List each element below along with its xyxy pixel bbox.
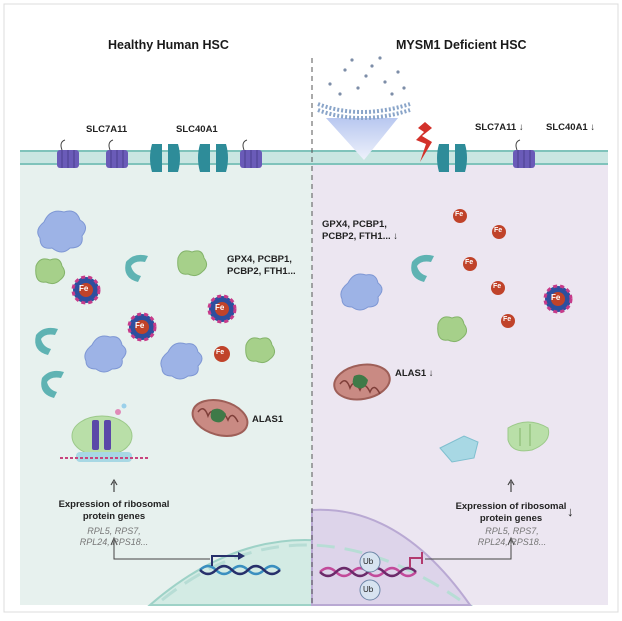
ferritin-iron-icon	[71, 275, 101, 305]
lightning-icon	[416, 122, 432, 162]
fe-label: Fe	[493, 283, 502, 290]
blocked-promoter-icon	[409, 557, 422, 568]
gene-list-right: RPL5, RPS7, RPL24, RPS18...	[477, 526, 547, 547]
right-panel-title: MYSM1 Deficient HSC	[396, 38, 527, 52]
protein-blue-icon	[37, 210, 86, 253]
fe-label: Fe	[79, 284, 89, 293]
gene-list-left: RPL5, RPS7, RPL24, RPS18...	[79, 526, 149, 547]
dna-left-icon	[199, 564, 281, 576]
fe-label: Fe	[455, 211, 464, 218]
proteins-label-right: GPX4, PCBP1, PCBP2, FTH1... ↓	[322, 219, 399, 242]
down-arrow-icon: ↓	[393, 231, 399, 242]
fe-label: Fe	[465, 259, 474, 266]
ferroportin-transporter-left-2	[198, 144, 228, 172]
expression-label-left: Expression of ribosomal protein genes	[58, 499, 170, 522]
ferroportin-transporter-left-1	[150, 144, 180, 172]
protein-green-icon	[437, 316, 468, 343]
slc7a11-transporter-left-1	[57, 139, 79, 168]
protein-green-icon	[35, 258, 66, 285]
promoter-arrow-left	[211, 555, 242, 566]
slc40a1-label-left: SLC40A1	[176, 124, 218, 135]
ferritin-iron-icon	[207, 294, 237, 324]
slc7a11-label-right: SLC7A11 ↓	[475, 122, 524, 133]
protein-teal-icon	[35, 327, 58, 355]
slc7a11-transporter-right	[513, 139, 535, 168]
protein-teal-icon	[125, 254, 148, 282]
fe-label: Fe	[494, 227, 503, 234]
membrane-disruption-cone	[317, 56, 411, 160]
down-arrow-icon: ↓	[590, 122, 596, 133]
alas1-label-left: ALAS1	[252, 414, 284, 425]
ubiquitin-icon	[359, 551, 381, 601]
fe-label: Fe	[503, 316, 512, 323]
protein-green-icon	[177, 250, 208, 277]
slc7a11-label-left: SLC7A11	[86, 124, 128, 135]
protein-blue-icon	[340, 273, 383, 311]
iron-ion-icon	[453, 209, 515, 328]
ferritin-iron-icon	[543, 284, 573, 314]
connector-right	[425, 540, 512, 560]
fe-label: Fe	[216, 349, 225, 356]
ribosome-fragment-icon	[439, 421, 550, 463]
ub-label: Ub	[363, 585, 374, 594]
fe-label: Fe	[135, 321, 145, 330]
down-arrow-icon: ↓	[428, 368, 434, 379]
nuclear-envelope	[161, 543, 461, 602]
expression-label-right: Expression of ribosomal protein genes	[455, 501, 567, 524]
slc7a11-transporter-left-3	[240, 139, 262, 168]
protein-teal-icon	[411, 254, 434, 282]
down-arrow-icon: ↓	[567, 504, 574, 519]
ub-label: Ub	[363, 557, 374, 566]
fe-label: Fe	[551, 293, 561, 302]
mitochondrion-icon	[333, 363, 391, 401]
protein-blue-icon	[160, 342, 203, 380]
alas1-label-right: ALAS1 ↓	[395, 368, 434, 379]
protein-blue-icon	[84, 335, 127, 373]
iron-ion-icon	[214, 346, 230, 362]
slc7a11-transporter-left-2	[106, 139, 128, 168]
up-arrowhead-icon	[110, 478, 118, 486]
fe-label: Fe	[215, 303, 225, 312]
protein-teal-icon	[41, 370, 64, 398]
ribosome-translation-icon	[60, 403, 148, 462]
mitochondrion-icon	[191, 399, 249, 437]
left-panel-title: Healthy Human HSC	[108, 38, 229, 52]
connector-left	[113, 540, 210, 560]
protein-green-icon	[245, 337, 276, 364]
ferroportin-transporter-right	[437, 144, 467, 172]
down-arrow-icon: ↓	[518, 122, 524, 133]
proteins-label-left: GPX4, PCBP1, PCBP2, FTH1...	[227, 254, 296, 277]
slc40a1-label-right: SLC40A1 ↓	[546, 122, 596, 133]
ferritin-iron-icon	[127, 312, 157, 342]
